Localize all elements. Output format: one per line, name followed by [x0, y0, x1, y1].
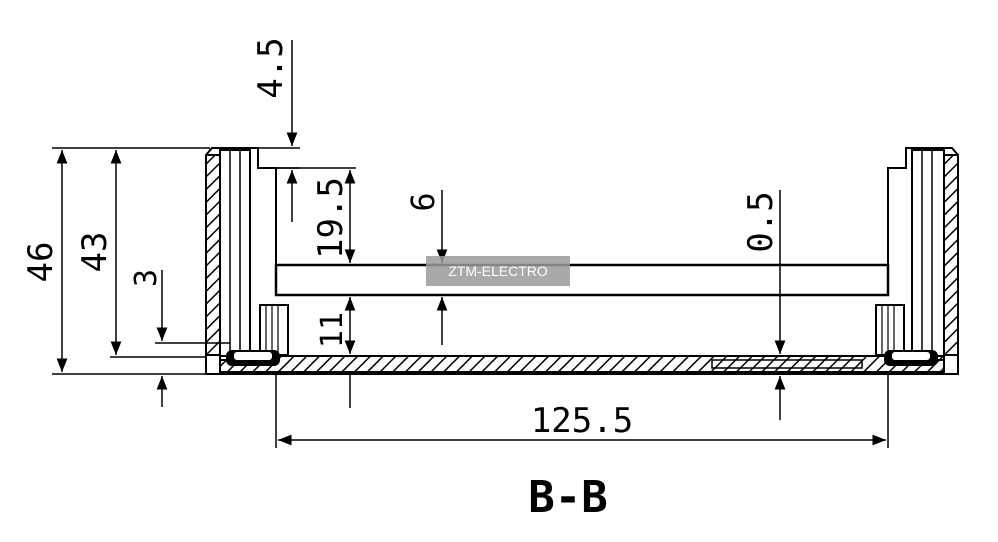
bottom-plate-hatch — [219, 355, 945, 373]
dimension-lines — [52, 40, 889, 448]
right-wall-column — [911, 149, 945, 361]
watermark-text: ZTM-ELECTRO — [448, 263, 548, 279]
left-wall-hatch — [205, 154, 221, 356]
inner-board — [274, 263, 890, 297]
right-wall-hatch — [943, 154, 959, 356]
dim-6: 6 — [404, 192, 442, 211]
dim-4-5: 4.5 — [251, 37, 291, 98]
enclosure-section — [205, 147, 959, 375]
dim-3: 3 — [129, 269, 164, 287]
watermark: ZTM-ELECTRO — [426, 256, 570, 286]
dim-11: 11 — [315, 312, 350, 348]
dim-0-5: 0.5 — [741, 191, 781, 252]
section-label: B-B — [528, 472, 607, 523]
dimension-labels: 46 43 3 4.5 19.5 11 6 0.5 125.5 — [21, 37, 781, 441]
left-wall-column — [219, 149, 251, 361]
dim-19-5: 19.5 — [311, 177, 351, 259]
right-standoff — [875, 304, 938, 366]
dim-43: 43 — [75, 232, 115, 273]
dim-46: 46 — [21, 242, 61, 283]
left-standoff — [226, 304, 289, 366]
dim-125-5: 125.5 — [531, 401, 633, 441]
